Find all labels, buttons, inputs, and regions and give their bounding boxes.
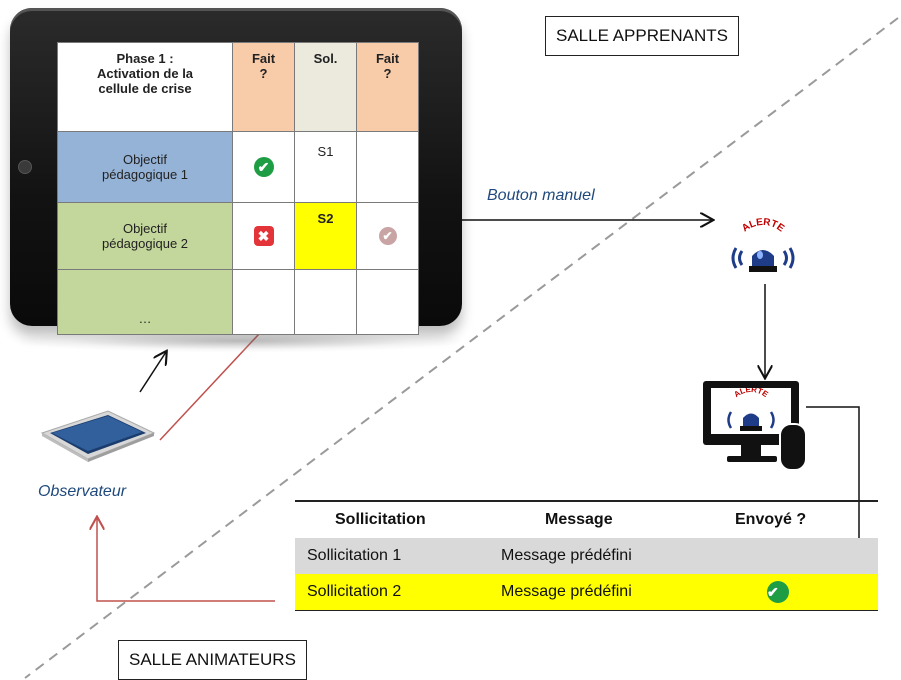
solicitation-table: Sollicitation Message Envoyé ? Sollicita…: [295, 500, 878, 611]
alert-beacon-small-icon: ALERTE: [727, 385, 775, 431]
done-cell[interactable]: [232, 269, 295, 335]
alert-beacon-icon: ALERTE: [731, 218, 795, 272]
cross-red-icon: ✖: [253, 226, 274, 246]
row-message: Message prédéfini: [501, 547, 632, 564]
monitor-to-table-arrow: [806, 406, 859, 603]
observer-to-tablet-arrow: [139, 352, 166, 393]
row-solicitation: Sollicitation 1: [307, 547, 402, 564]
objective-cell[interactable]: Objectif pédagogique 1: [57, 131, 233, 203]
monitor-screen-inner: ALERTE: [711, 385, 791, 434]
done2-cell[interactable]: ✔: [356, 202, 419, 270]
room-separator-line: [24, 17, 899, 679]
solicitation-cell[interactable]: S1: [294, 131, 357, 203]
done2-cell[interactable]: [356, 131, 419, 203]
tablet-shadow: [20, 330, 460, 352]
header-sent: Envoyé ?: [735, 511, 807, 528]
solicitation-cell[interactable]: [294, 269, 357, 335]
svg-text:ALERTE: ALERTE: [732, 388, 770, 399]
tablet-camera: [18, 160, 32, 174]
table-to-observer-arrow: [97, 518, 275, 602]
header-solicitation: Sollicitation: [335, 511, 426, 528]
row-sent: ✔: [767, 574, 789, 610]
done-cell[interactable]: ✖: [232, 202, 295, 270]
check-green-icon: ✔: [767, 580, 789, 603]
table-header-row: Sollicitation Message Envoyé ?: [295, 500, 878, 538]
observation-grid: Phase 1 : Activation de la cellule de cr…: [57, 42, 419, 335]
check-grey-icon: ✔: [378, 227, 397, 245]
table-row[interactable]: Sollicitation 2 Message prédéfini ✔: [295, 574, 878, 611]
observer-label: Observateur: [38, 483, 127, 500]
header-message: Message: [545, 511, 613, 528]
check-green-icon: ✔: [253, 157, 274, 177]
phase-header: Phase 1 : Activation de la cellule de cr…: [57, 42, 233, 132]
learners-room-label: SALLE APPRENANTS: [545, 16, 739, 56]
objective-cell[interactable]: …: [57, 269, 233, 335]
mouse-icon: [779, 423, 807, 471]
monitor-screen: ALERTE: [703, 381, 799, 445]
done2-header: Fait ?: [356, 42, 419, 132]
facilitators-room-label: SALLE ANIMATEURS: [118, 640, 307, 680]
monitor-stand: [741, 445, 761, 457]
table-row[interactable]: Sollicitation 1 Message prédéfini: [295, 538, 878, 574]
row-message: Message prédéfini: [501, 583, 632, 600]
manual-button-label: Bouton manuel: [487, 187, 595, 204]
svg-text:ALERTE: ALERTE: [740, 218, 786, 235]
done2-cell[interactable]: [356, 269, 419, 335]
alert-text-small: ALERTE: [732, 385, 770, 400]
row-solicitation: Sollicitation 2: [307, 583, 402, 600]
solicitation-header: Sol.: [294, 42, 357, 132]
monitor-base: [727, 456, 777, 462]
done-header: Fait ?: [232, 42, 295, 132]
solicitation-cell[interactable]: S2: [294, 202, 357, 270]
alert-text: ALERTE: [740, 218, 786, 235]
monitor-icon: ALERTE: [703, 381, 807, 471]
objective-cell[interactable]: Objectif pédagogique 2: [57, 202, 233, 270]
done-cell[interactable]: ✔: [232, 131, 295, 203]
observer-tablet-icon: [40, 410, 156, 462]
